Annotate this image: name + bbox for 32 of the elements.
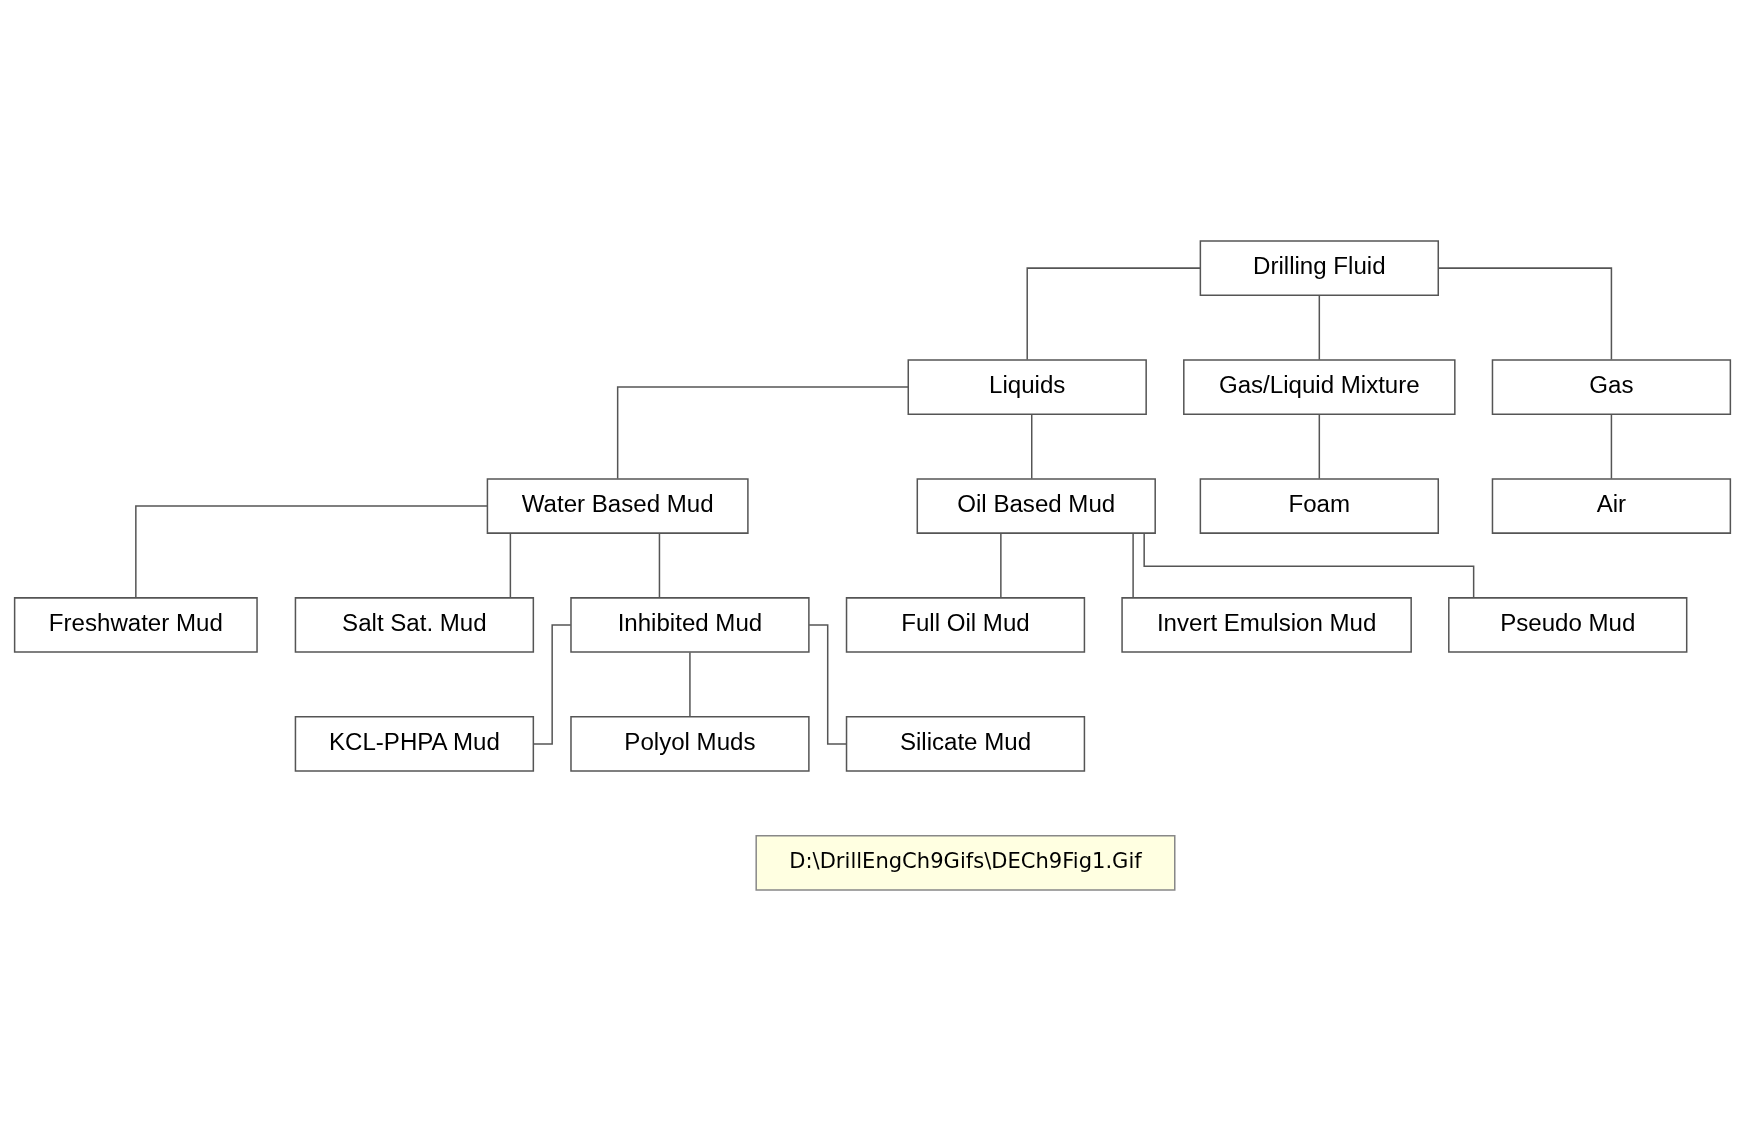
node-box: Gas (1491, 359, 1732, 415)
label: D:\DrillEngCh9Gifs\DECh9Fig1.Gif (789, 848, 1142, 874)
connector (1132, 532, 1134, 599)
connector (1030, 413, 1033, 480)
node-box: Air (1491, 478, 1732, 534)
connector (1318, 294, 1321, 361)
node-box: Full Oil Mud (845, 597, 1086, 653)
connector (1000, 532, 1002, 599)
node-box: KCL-PHPA Mud (294, 716, 535, 772)
connector (1437, 267, 1613, 361)
node-box: Oil Based Mud (916, 478, 1156, 534)
connector (1318, 413, 1321, 480)
node-box: Salt Sat. Mud (294, 597, 535, 653)
node-box: Invert Emulsion Mud (1121, 597, 1412, 653)
node-box: Silicate Mud (845, 716, 1086, 772)
node-box: Drilling Fluid (1199, 240, 1439, 296)
connector (1026, 267, 1201, 361)
connector (1610, 413, 1613, 480)
connector (135, 505, 489, 599)
node-box: Liquids (907, 359, 1147, 415)
node-box: Gas/Liquid Mixture (1183, 359, 1456, 415)
node-box: Polyol Muds (570, 716, 810, 772)
connector (689, 651, 691, 718)
node-box: Inhibited Mud (570, 597, 810, 653)
node-box: Foam (1199, 478, 1439, 534)
connector (616, 386, 909, 480)
node-box: Freshwater Mud (13, 597, 258, 653)
connector (509, 532, 512, 599)
connector (1143, 532, 1475, 599)
node-box: Water Based Mud (486, 478, 749, 534)
node-box: Pseudo Mud (1448, 597, 1688, 653)
connector (658, 532, 661, 599)
